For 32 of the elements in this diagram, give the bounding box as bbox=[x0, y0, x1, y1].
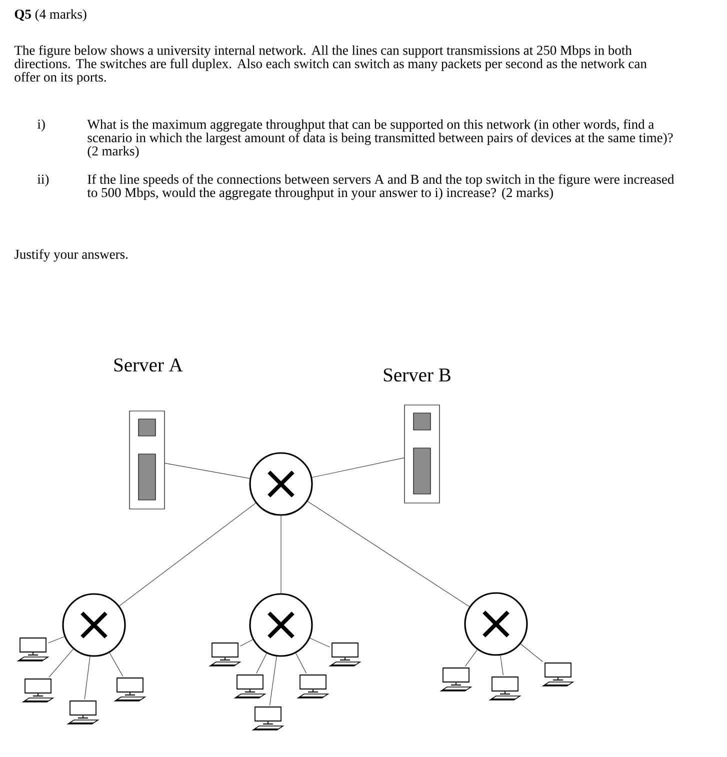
switch-symbol bbox=[249, 593, 313, 657]
question-text: The figure below shows a university internal network. All the lines can support transmissions at 250 Mbps in both directions. The switches are full duplex. Also each switch can switch as many packets per second as the network can offer on its ports. bbox=[14, 45, 647, 84]
connection-line bbox=[312, 458, 404, 478]
server-drawing bbox=[404, 404, 440, 504]
server-label: Server A bbox=[114, 358, 183, 372]
connection-line bbox=[520, 644, 544, 662]
connection-line bbox=[256, 653, 267, 674]
switch-symbol bbox=[464, 592, 528, 656]
connection-line bbox=[310, 638, 330, 648]
connection-line bbox=[240, 639, 254, 646]
connection-line bbox=[119, 502, 256, 606]
connection-line bbox=[464, 649, 478, 667]
connection-line bbox=[109, 652, 124, 677]
server-label: Server B bbox=[384, 368, 450, 382]
question-text: Justify your answers. bbox=[14, 249, 128, 262]
question-text: ii) bbox=[37, 174, 49, 186]
connection-line bbox=[295, 652, 307, 674]
connection-line bbox=[307, 501, 470, 607]
connection-line bbox=[280, 516, 282, 594]
server-drawing bbox=[129, 410, 165, 510]
connection-line bbox=[269, 656, 277, 706]
question-text: i) bbox=[37, 119, 45, 132]
switch-symbol bbox=[62, 593, 126, 657]
connection-line bbox=[84, 656, 90, 700]
connection-line bbox=[48, 648, 74, 678]
question-heading: Q5 (4 marks) bbox=[14, 9, 86, 22]
connection-line bbox=[164, 462, 250, 479]
connection-line bbox=[48, 636, 65, 644]
connection-line bbox=[500, 655, 504, 676]
switch-symbol bbox=[249, 452, 313, 516]
question-text: If the line speeds of the connections between servers A and B and the top switch in the figure were increased to 500 Mbps, would the aggregate throughput in your answer to i) increase? (2 marks) bbox=[87, 174, 674, 200]
question-text: What is the maximum aggregate throughput that can be supported on this network (in other words, find a scenario in which the largest amount of data is being transmitted between pairs of devices at the same time)? (2 marks) bbox=[87, 119, 673, 158]
